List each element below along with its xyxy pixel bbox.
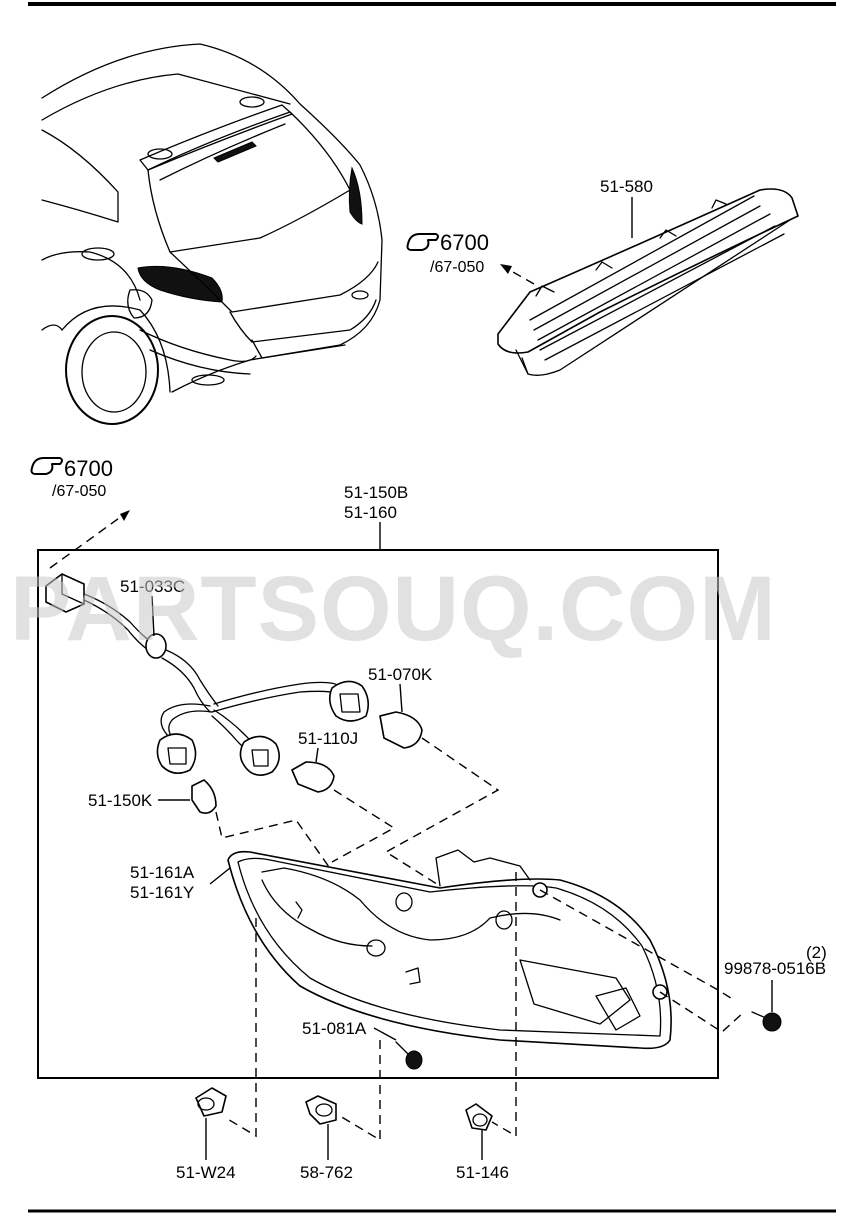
label-51-033C[interactable]: 51-033C xyxy=(120,577,185,596)
label-51-161A[interactable]: 51-161A xyxy=(130,863,195,882)
label-99878-0516B[interactable]: 99878-0516B xyxy=(724,959,826,978)
label-51-150B[interactable]: 51-150B xyxy=(344,483,408,502)
upper-ref-dashed-arrow xyxy=(505,267,535,285)
bolt-51-081A[interactable] xyxy=(395,1041,423,1070)
dash-bulb-small xyxy=(215,811,335,875)
leader-51-033C xyxy=(151,595,155,637)
label-51-160[interactable]: 51-160 xyxy=(344,503,397,522)
label-screw-qty[interactable]: (2) xyxy=(806,943,827,962)
leader-51-110J xyxy=(315,747,319,763)
lower-ref-hand-icon xyxy=(30,457,63,475)
upper-ref-sub[interactable]: /67-050 xyxy=(430,259,484,276)
wiring-harness[interactable] xyxy=(45,573,370,776)
label-51-110J[interactable]: 51-110J xyxy=(298,729,358,748)
upper-ref-hand-icon xyxy=(406,233,439,251)
lower-ref-number[interactable]: 6700 xyxy=(64,456,113,481)
rear-lamp-housing[interactable] xyxy=(227,849,672,1050)
label-51-161Y[interactable]: 51-161Y xyxy=(130,883,194,902)
label-58-762[interactable]: 58-762 xyxy=(300,1163,353,1182)
assembly-box xyxy=(37,549,719,1079)
leader-51-081A xyxy=(373,1027,397,1041)
clip-51-146[interactable] xyxy=(465,1103,493,1131)
clip-51-W24[interactable] xyxy=(195,1087,227,1117)
vehicle-rear-illustration xyxy=(41,43,383,425)
dash-bulb-medium xyxy=(331,789,396,863)
label-51-150K[interactable]: 51-150K xyxy=(88,791,153,810)
dash-bulb-large xyxy=(384,737,500,887)
bulb-51-110J[interactable] xyxy=(291,761,335,793)
watermark: PARTSOUQ.COM xyxy=(10,558,777,660)
screw-99878-0516B[interactable] xyxy=(751,1011,782,1032)
dash-screw-upper xyxy=(539,889,735,1001)
clip-58-762[interactable] xyxy=(305,1095,337,1125)
bulb-51-150K[interactable] xyxy=(191,779,217,814)
dash-clip-left xyxy=(225,918,257,1138)
label-51-146[interactable]: 51-146 xyxy=(456,1163,509,1182)
upper-ref-number[interactable]: 6700 xyxy=(440,230,489,255)
leader-51-070K xyxy=(399,683,403,713)
label-51-070K[interactable]: 51-070K xyxy=(368,665,433,684)
bulb-51-070K[interactable] xyxy=(379,711,423,749)
dash-clip-right xyxy=(491,872,517,1138)
label-51-580[interactable]: 51-580 xyxy=(600,177,653,196)
dash-clip-middle xyxy=(339,1040,381,1142)
label-51-W24[interactable]: 51-W24 xyxy=(176,1163,236,1182)
leader-51-161 xyxy=(209,867,231,885)
dash-screw-lower xyxy=(659,991,745,1033)
lower-ref-sub[interactable]: /67-050 xyxy=(52,483,106,500)
high-mount-stop-lamp[interactable] xyxy=(497,188,799,376)
upper-ref-arrowhead xyxy=(500,264,512,274)
lower-ref-arrowhead xyxy=(120,510,130,521)
label-51-081A[interactable]: 51-081A xyxy=(302,1019,367,1038)
